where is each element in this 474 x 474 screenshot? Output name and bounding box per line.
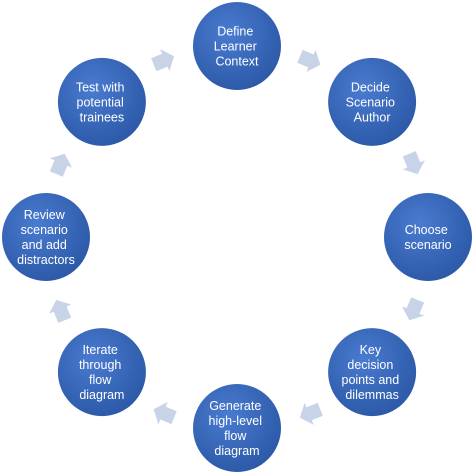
node-review-scenario: Review scenario and add distractors xyxy=(2,193,90,281)
node-circle xyxy=(193,2,281,90)
node-circle xyxy=(193,384,281,472)
node-decide-scenario-author: Decide Scenario Author xyxy=(328,57,417,146)
arrow-generate-to-iterate xyxy=(153,402,177,425)
node-circle xyxy=(328,328,417,417)
node-label: Review scenario and add distractors xyxy=(17,208,75,267)
node-circle xyxy=(328,57,417,146)
node-key-decision-points: Key decision points and dilemmas xyxy=(328,328,417,417)
node-generate-flow-diagram: Generate high-level flow diagram xyxy=(193,384,281,472)
node-label: Test with potential trainees xyxy=(76,80,128,124)
arrow-decide-to-choose xyxy=(402,151,425,175)
node-label: Iterate through flow diagram xyxy=(79,343,125,402)
node-circle xyxy=(384,193,472,281)
connector-arrows xyxy=(49,49,425,425)
node-label: Choose scenario xyxy=(404,223,451,252)
node-circle xyxy=(57,57,146,146)
arrow-choose-to-key xyxy=(402,297,425,321)
node-label: Decide Scenario Author xyxy=(346,80,399,124)
node-label: Key decision points and dilemmas xyxy=(342,343,403,402)
node-label: Define Learner Context xyxy=(214,25,261,69)
arrow-key-to-generate xyxy=(299,402,323,425)
arrow-iterate-to-review xyxy=(49,299,72,323)
node-choose-scenario: Choose scenario xyxy=(384,193,472,281)
node-label: Generate high-level flow diagram xyxy=(209,399,266,458)
node-iterate-flow-diagram: Iterate through flow diagram xyxy=(57,328,146,417)
node-define-learner-context: Define Learner Context xyxy=(193,2,281,90)
arrow-define-to-decide xyxy=(297,49,321,72)
node-circle xyxy=(2,193,90,281)
arrow-test-to-define xyxy=(151,49,175,72)
node-test-with-trainees: Test with potential trainees xyxy=(57,57,146,146)
node-circle xyxy=(57,328,146,417)
arrow-review-to-test xyxy=(49,153,72,177)
